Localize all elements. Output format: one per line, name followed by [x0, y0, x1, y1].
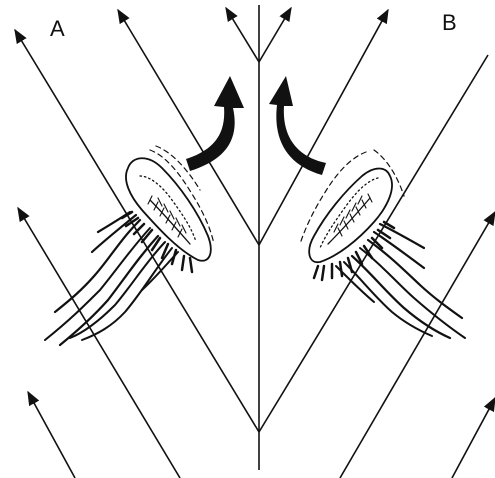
top-y-left-line — [226, 8, 259, 62]
label-b: B — [442, 10, 457, 36]
left-arrow-line-1 — [18, 208, 180, 478]
left-arrow-line-2 — [28, 392, 75, 478]
siphonophore-sail-icon-right — [300, 150, 465, 338]
curved-arrow-icon-right — [269, 76, 326, 175]
right-arrow-line-2 — [452, 398, 495, 478]
label-a: A — [50, 16, 65, 42]
top-y-right-line — [259, 8, 291, 62]
curved-arrow-icon-left — [186, 76, 244, 171]
right-arrow-line-1 — [340, 212, 495, 478]
